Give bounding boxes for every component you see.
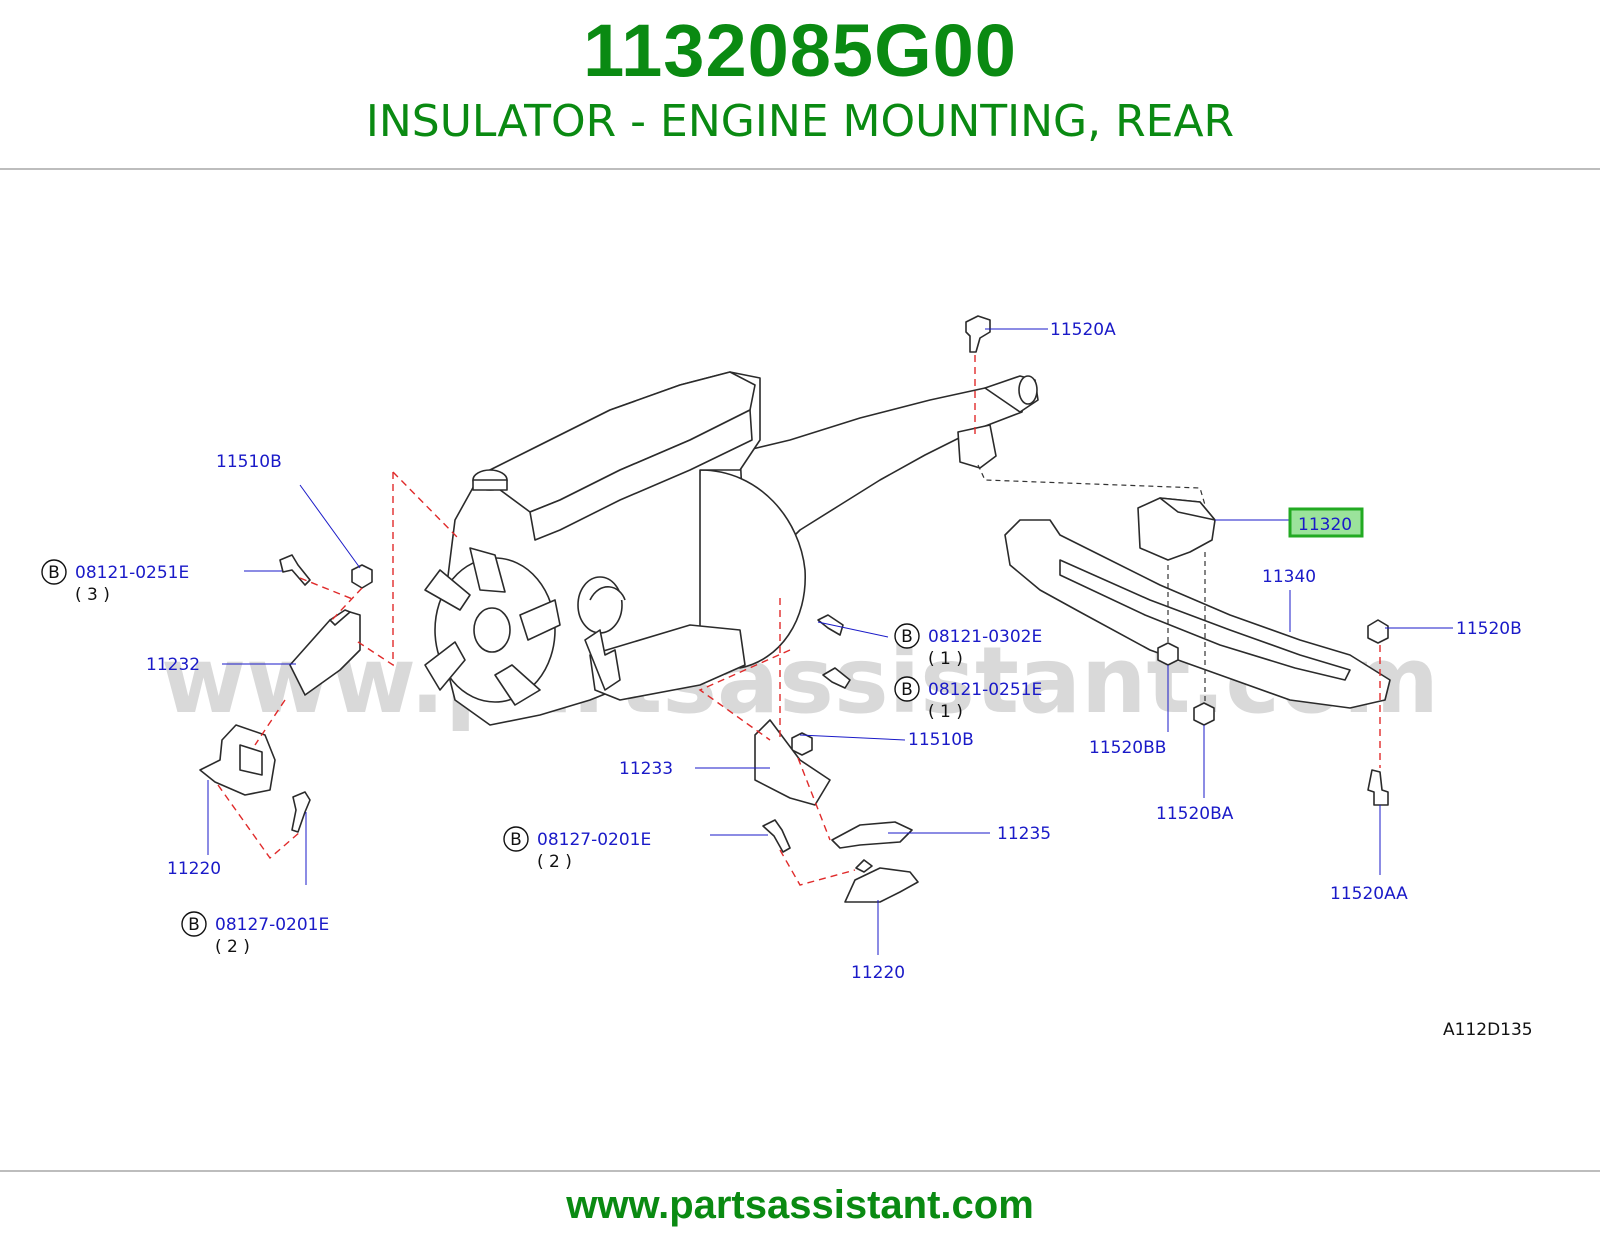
label-08127-0201e-left[interactable]: 08127-0201E	[215, 915, 329, 935]
part-labels: 11520A 11510B B 08121-0251E ( 3 ) 11232 …	[41, 320, 1533, 1040]
page-header: 1132085G00 INSULATOR - ENGINE MOUNTING, …	[0, 0, 1600, 170]
part-name-subtitle: INSULATOR - ENGINE MOUNTING, REAR	[365, 96, 1235, 147]
label-11220-left[interactable]: 11220	[167, 859, 221, 879]
footer-website-url[interactable]: www.partsassistant.com	[566, 1183, 1034, 1227]
bolt-b-badge-4-text: B	[901, 680, 913, 700]
nut-11520b	[1367, 619, 1389, 644]
label-11235[interactable]: 11235	[997, 824, 1051, 844]
bracket-11233	[754, 719, 831, 806]
label-08127-0201e-mid[interactable]: 08127-0201E	[537, 830, 651, 850]
label-11220-mid[interactable]: 11220	[851, 963, 905, 983]
nut-11520bb	[1157, 642, 1179, 666]
bolt-11520a	[965, 315, 991, 353]
highlight-box-11320	[1288, 507, 1364, 538]
label-11232[interactable]: 11232	[146, 655, 200, 675]
bolt-08127-0201e-left	[291, 791, 311, 833]
label-11233[interactable]: 11233	[619, 759, 673, 779]
rear-mount-group	[965, 315, 1391, 806]
label-11320-highlighted[interactable]: 11320	[1298, 515, 1352, 535]
diagram-reference-code: A112D135	[1443, 1020, 1533, 1040]
center-mount-group	[754, 614, 919, 903]
label-08121-0302e[interactable]: 08121-0302E	[928, 627, 1042, 647]
bolt-b-badge-3-text: B	[901, 627, 913, 647]
mount-insulator-11220-left	[199, 724, 276, 796]
qty-2-mid-label: ( 2 )	[537, 852, 572, 872]
leader-lines	[207, 328, 1453, 955]
nut-11510b-mid	[791, 732, 813, 756]
label-11510b-mid[interactable]: 11510B	[908, 730, 974, 750]
nut-11520ba	[1193, 702, 1215, 726]
bolt-08121-0251e-mid	[822, 667, 851, 689]
label-11510b-top[interactable]: 11510B	[216, 452, 282, 472]
bolt-b-badge-5	[503, 826, 529, 852]
part-number-title: 1132085G00	[583, 9, 1017, 92]
label-11520bb[interactable]: 11520BB	[1089, 738, 1166, 758]
mount-insulator-11220-mid	[844, 867, 919, 903]
cooling-fan	[424, 547, 561, 706]
bolt-b-badge-1	[41, 559, 67, 585]
label-11520b[interactable]: 11520B	[1456, 619, 1522, 639]
qty-1-b-label: ( 1 )	[928, 702, 963, 722]
bolt-b-badge-1-text: B	[48, 563, 60, 583]
bolt-b-badge-2	[181, 911, 207, 937]
bolt-b-badge-4	[894, 676, 920, 702]
top-divider	[0, 168, 1600, 170]
label-11520a[interactable]: 11520A	[1050, 320, 1116, 340]
bolt-b-badge-2-text: B	[188, 915, 200, 935]
label-08121-0251e-left[interactable]: 08121-0251E	[75, 563, 189, 583]
label-11520ba[interactable]: 11520BA	[1156, 804, 1234, 824]
label-08121-0251e-mid[interactable]: 08121-0251E	[928, 680, 1042, 700]
assembly-dashed-lines	[217, 355, 1381, 886]
bolt-08127-0201e-mid	[762, 819, 791, 853]
bolt-b-badge-5-text: B	[510, 830, 522, 850]
label-11340[interactable]: 11340	[1262, 567, 1316, 587]
bolt-b-badge-3	[894, 623, 920, 649]
engine-transmission-assembly	[424, 371, 1039, 726]
bolt-08121-0251e-left	[279, 554, 311, 586]
qty-1-a-label: ( 1 )	[928, 649, 963, 669]
bottom-divider	[0, 1170, 1600, 1172]
qty-3-label: ( 3 )	[75, 585, 110, 605]
qty-2-left-label: ( 2 )	[215, 937, 250, 957]
nut-11510b-left	[351, 564, 373, 589]
stopper-11235	[831, 821, 913, 849]
label-11520aa[interactable]: 11520AA	[1330, 884, 1408, 904]
bolt-11520aa	[1367, 769, 1389, 806]
